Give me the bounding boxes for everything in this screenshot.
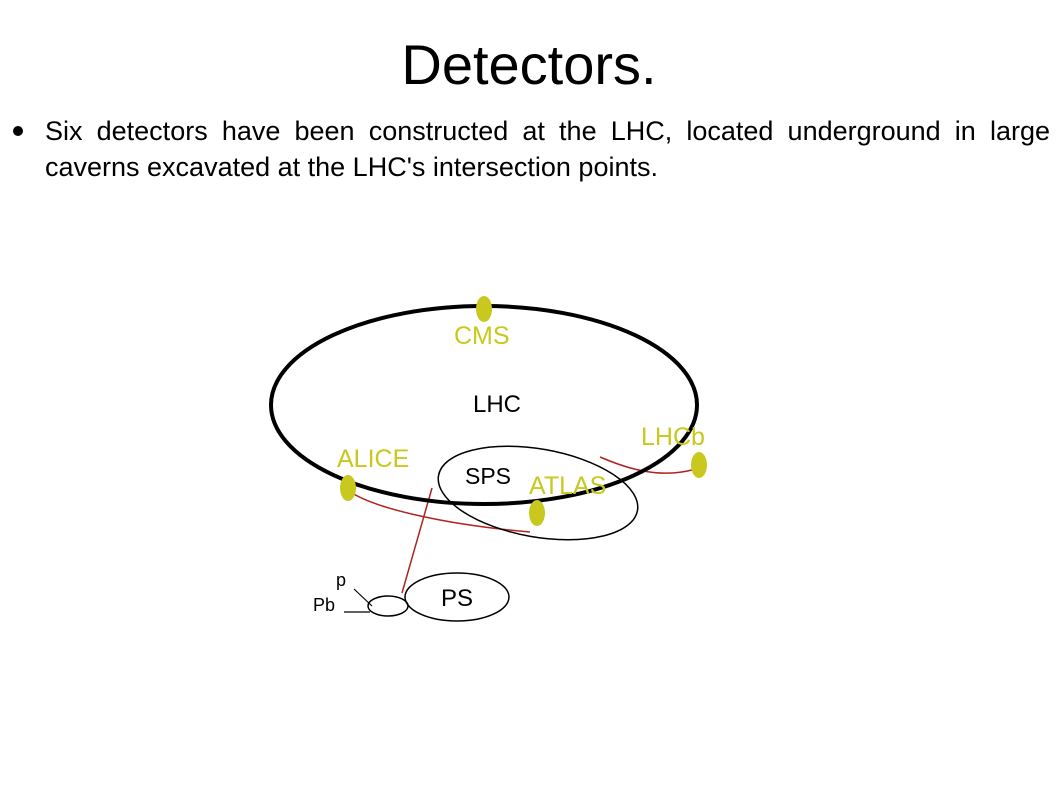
booster-ring xyxy=(367,595,409,617)
atlas-marker-icon xyxy=(529,500,545,526)
bullet-dot-icon xyxy=(13,126,23,136)
alice-marker-icon xyxy=(340,475,356,501)
alice-label: ALICE xyxy=(337,445,409,473)
ps-ring xyxy=(404,572,510,622)
slide-title: Detectors. xyxy=(401,33,657,96)
ps-label: PS xyxy=(441,585,473,612)
cms-label: CMS xyxy=(454,322,510,350)
bullet-text: Six detectors have been constructed at t… xyxy=(45,116,1050,182)
lhcb-marker-icon xyxy=(691,452,707,478)
beamline-sps-to-alice xyxy=(351,492,531,533)
cms-marker-icon xyxy=(476,296,492,322)
injector-line-p xyxy=(353,588,373,607)
lhcb-label: LHCb xyxy=(641,423,705,451)
sps-label: SPS xyxy=(465,463,511,489)
atlas-label: ATLAS xyxy=(529,472,606,500)
beamline-ps-to-sps xyxy=(401,487,433,594)
pb-label: Pb xyxy=(313,595,335,615)
sps-ring xyxy=(437,445,639,541)
lhc-label: LHC xyxy=(473,391,521,418)
p-label: p xyxy=(336,570,346,590)
